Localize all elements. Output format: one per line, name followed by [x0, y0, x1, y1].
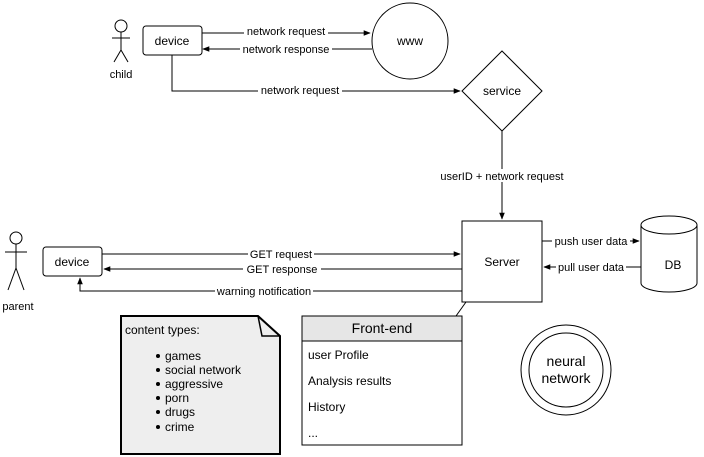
frontend-item-analysis-results[interactable]: Analysis results — [308, 374, 391, 388]
frontend-item-history[interactable]: History — [308, 400, 345, 414]
edge-label-network-request-www: network request — [247, 26, 325, 38]
note-list: games social network aggressive porn dru… — [156, 349, 242, 434]
edge-label-bg — [215, 285, 313, 297]
server-node[interactable] — [461, 220, 543, 303]
note-item: crime — [165, 420, 195, 434]
bullet-icon — [156, 425, 160, 429]
note-item: social network — [165, 363, 242, 377]
note-item: games — [165, 349, 201, 363]
parent-actor — [5, 231, 27, 291]
server-frontend-connector — [455, 301, 467, 317]
parent-label: parent — [2, 301, 33, 313]
note-item: drugs — [165, 405, 195, 419]
child-actor — [112, 19, 130, 63]
bullet-icon — [156, 410, 160, 414]
edge-label-warning-notification: warning notification — [216, 286, 311, 298]
child-device-label: device — [155, 34, 190, 48]
edge-label-bg — [438, 169, 566, 182]
edge-label-network-response-www: network response — [243, 44, 330, 56]
service-label: service — [483, 84, 521, 98]
www-node[interactable] — [371, 2, 449, 80]
note-heading: content types: — [125, 323, 200, 337]
edge-label-get-response: GET response — [247, 264, 318, 276]
edge-label-bg — [240, 43, 332, 55]
parent-device-box[interactable] — [42, 246, 103, 277]
edge-label-userid-request: userID + network request — [440, 171, 563, 183]
edge-label-pull-user-data: pull user data — [558, 262, 625, 274]
edge-label-bg — [243, 263, 321, 275]
neural-network-label-line1: neural — [547, 353, 586, 369]
frontend-header — [301, 315, 463, 342]
www-label: www — [396, 34, 423, 48]
edge-label-network-request-service: network request — [261, 85, 339, 97]
bullet-icon — [156, 354, 160, 358]
neural-network-label-line2: network — [541, 370, 591, 386]
edge-network-request-service — [171, 55, 461, 94]
edge-label-get-request: GET request — [250, 249, 312, 261]
server-label: Server — [484, 255, 519, 269]
child-label: child — [110, 69, 133, 81]
frontend-item-more[interactable]: ... — [308, 426, 318, 440]
edge-label-bg — [244, 26, 328, 38]
db-node[interactable] — [640, 215, 698, 293]
edge-warning-notification — [77, 277, 462, 292]
edge-label-bg — [248, 248, 314, 260]
note-item: porn — [165, 391, 189, 405]
bullet-icon — [156, 396, 160, 400]
frontend-title: Front-end — [352, 320, 413, 336]
bullet-icon — [156, 382, 160, 386]
frontend-item-user-profile[interactable]: user Profile — [308, 348, 369, 362]
note-fold — [257, 315, 280, 337]
edge-label-push-user-data: push user data — [555, 236, 629, 248]
edge-label-bg — [552, 235, 630, 247]
edge-label-bg — [258, 84, 342, 96]
db-label: DB — [665, 258, 682, 272]
neural-network-inner — [528, 332, 604, 408]
content-types-note — [120, 315, 281, 455]
note-item: aggressive — [165, 377, 223, 391]
parent-device-label: device — [55, 255, 90, 269]
edge-label-bg — [556, 261, 626, 273]
bullet-icon — [156, 368, 160, 372]
